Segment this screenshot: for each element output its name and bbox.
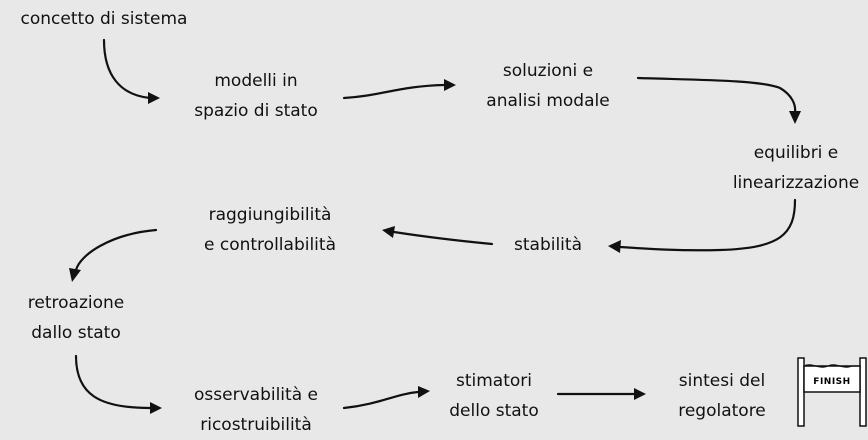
arrowhead [418, 386, 430, 398]
node-label-line: soluzioni e [502, 61, 594, 81]
node-modelli-spazio-stato: modelli in spazio di stato [194, 66, 317, 126]
arrow-retroazione-to-osservabilita [74, 354, 152, 410]
node-stimatori-dello-stato: stimatori dello stato [449, 366, 539, 426]
node-raggiungibilita-controllabilita: raggiungibilità e controllabilità [204, 200, 336, 260]
node-label-line: equilibri e [753, 143, 839, 163]
node-label-line: dello stato [449, 401, 539, 421]
node-stabilita: stabilità [514, 230, 582, 260]
node-label-line: sintesi del [678, 371, 766, 391]
node-concetto-di-sistema: concetto di sistema [21, 4, 188, 34]
node-label-line: raggiungibilità [208, 205, 332, 225]
arrow-raggiungibilita-to-retroazione [74, 228, 158, 272]
arrowhead [789, 111, 801, 124]
node-label-line: stimatori [455, 371, 533, 391]
arrow-soluzioni-to-equilibri [636, 76, 797, 114]
arrowhead [444, 79, 456, 91]
arrowhead [150, 402, 162, 414]
arrow-equilibri-to-stabilita [618, 198, 797, 252]
arrowhead [382, 226, 395, 238]
node-retroazione-dallo-stato: retroazione dallo stato [28, 288, 124, 348]
node-label-line: analisi modale [486, 91, 610, 111]
arrow-modelli-to-soluzioni [342, 83, 446, 100]
node-osservabilita-ricostruibilita: osservabilità e ricostruibilità [194, 380, 318, 440]
node-label-line: modelli in [214, 71, 298, 91]
arrowhead [69, 268, 81, 282]
node-label-line: linearizzazione [732, 173, 860, 193]
arrowhead [148, 92, 160, 104]
arrow-concetto-to-modelli [102, 38, 152, 100]
arrowhead [608, 240, 621, 253]
arrowhead [634, 388, 646, 400]
node-sintesi-regolatore: sintesi del regolatore [678, 366, 766, 426]
node-label-line: ricostruibilità [200, 415, 312, 435]
arrow-stabilita-to-raggiungibilita [392, 230, 494, 246]
node-label-line: dallo stato [31, 323, 121, 343]
node-label-line: concetto di sistema [20, 9, 188, 29]
node-label-line: regolatore [678, 401, 766, 421]
node-equilibri-linearizzazione: equilibri e linearizzazione [733, 138, 859, 198]
node-label-line: spazio di stato [194, 101, 318, 121]
node-soluzioni-analisi-modale: soluzioni e analisi modale [486, 56, 609, 116]
finish-banner-text: FINISH [813, 377, 850, 387]
node-label-line: e controllabilità [204, 235, 336, 255]
arrow-osservabilita-to-stimatori [342, 390, 420, 410]
node-label-line: stabilità [514, 235, 582, 255]
finish-banner-icon: FINISH [797, 357, 867, 427]
node-label-line: osservabilità e [194, 385, 318, 405]
node-label-line: retroazione [27, 293, 125, 313]
